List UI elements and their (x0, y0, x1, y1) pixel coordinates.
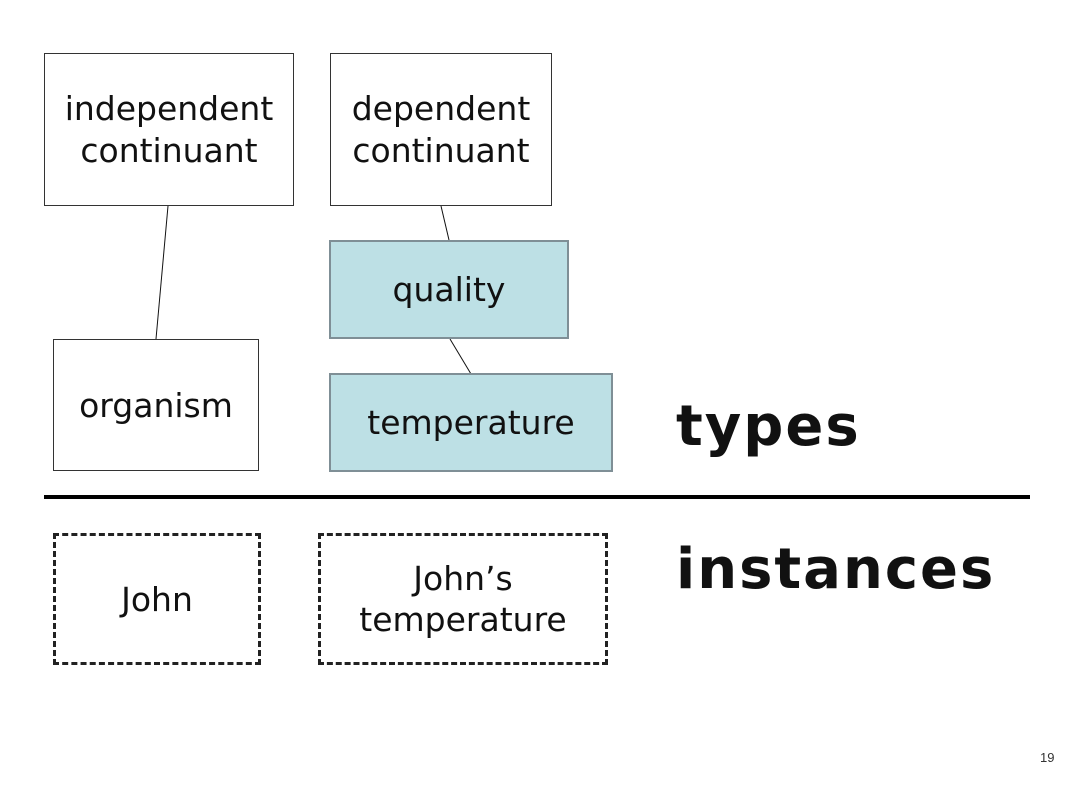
node-quality: quality (329, 240, 569, 339)
node-organism: organism (53, 339, 259, 471)
page-number: 19 (1040, 750, 1055, 765)
types-instances-divider (44, 495, 1030, 499)
edge-quality-temperature (449, 338, 472, 375)
node-temperature: temperature (329, 373, 613, 472)
instances-label: instances (676, 537, 996, 602)
edge-independent-continuant-organism (155, 205, 169, 340)
node-dependent-continuant: dependent continuant (330, 53, 552, 206)
edge-dependent-continuant-quality (440, 205, 450, 241)
node-independent-continuant: independent continuant (44, 53, 294, 206)
types-label: types (676, 394, 861, 459)
node-john: John (53, 533, 261, 665)
node-johns-temperature: John’s temperature (318, 533, 608, 665)
